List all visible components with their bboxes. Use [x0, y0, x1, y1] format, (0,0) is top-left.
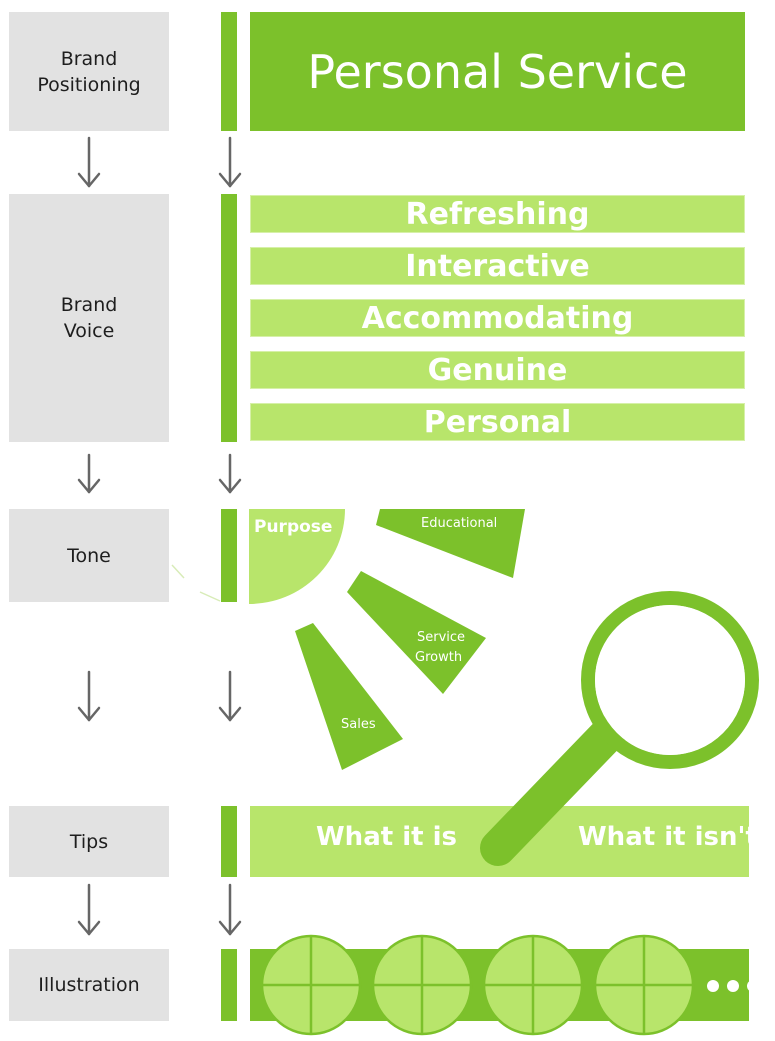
tone-service-label-1: Service	[417, 630, 465, 645]
voice-item: Genuine	[250, 351, 745, 389]
positioning-title: Personal Service	[307, 44, 688, 99]
tone-service-label-2: Growth	[415, 650, 462, 665]
tone-purpose-label: Purpose	[254, 517, 332, 537]
tips-what-it-isnt: What it isn't	[578, 822, 758, 852]
arrow-down-icon	[218, 883, 242, 936]
label-illustration: Illustration	[9, 949, 169, 1021]
quartered-circle-icon	[260, 934, 362, 1036]
tone-educational-ray	[376, 509, 525, 578]
arrow-down-icon	[218, 453, 242, 494]
bar-tips	[221, 806, 237, 877]
voice-item-label: Personal	[423, 404, 572, 440]
bar-tone	[221, 509, 237, 602]
voice-item: Accommodating	[250, 299, 745, 337]
label-tips: Tips	[9, 806, 169, 877]
tips-what-it-is: What it is	[316, 822, 457, 852]
label-illustration-text: Illustration	[38, 974, 140, 996]
voice-item: Refreshing	[250, 195, 745, 233]
label-brand-voice-text: Brand Voice	[60, 294, 118, 342]
arrow-down-icon	[77, 883, 101, 936]
quartered-circle-icon	[593, 934, 695, 1036]
voice-item-label: Genuine	[427, 352, 568, 388]
voice-item: Interactive	[250, 247, 745, 285]
voice-item: Personal	[250, 403, 745, 441]
arrow-down-icon	[218, 136, 242, 188]
label-brand-positioning: Brand Positioning	[9, 12, 169, 131]
label-tone: Tone	[9, 509, 169, 602]
label-brand-positioning-text: Brand Positioning	[37, 47, 141, 96]
arrow-down-icon	[77, 453, 101, 494]
magnifier-icon	[480, 591, 759, 866]
tone-sales-label: Sales	[341, 717, 376, 732]
faint-rays	[171, 564, 221, 602]
ellipsis-icon	[707, 980, 759, 992]
label-tips-text: Tips	[69, 830, 109, 853]
positioning-title-box: Personal Service	[250, 12, 745, 131]
voice-item-label: Interactive	[405, 248, 590, 284]
bar-positioning	[221, 12, 237, 131]
arrow-down-icon	[218, 670, 242, 722]
label-brand-voice: Brand Voice	[9, 194, 169, 442]
tone-sales-ray	[295, 623, 403, 770]
quartered-circle-icon	[371, 934, 473, 1036]
arrow-down-icon	[77, 670, 101, 722]
quartered-circle-icon	[482, 934, 584, 1036]
bar-illustration	[221, 949, 237, 1021]
label-tone-text: Tone	[67, 544, 111, 567]
tone-educational-label: Educational	[421, 516, 497, 531]
illustration-circles	[260, 934, 695, 1036]
bar-voice	[221, 194, 237, 442]
tone-purpose-segment	[249, 509, 345, 604]
arrow-down-icon	[77, 136, 101, 188]
tone-service-ray	[347, 571, 486, 694]
voice-item-label: Accommodating	[361, 300, 634, 336]
voice-item-label: Refreshing	[405, 196, 590, 232]
